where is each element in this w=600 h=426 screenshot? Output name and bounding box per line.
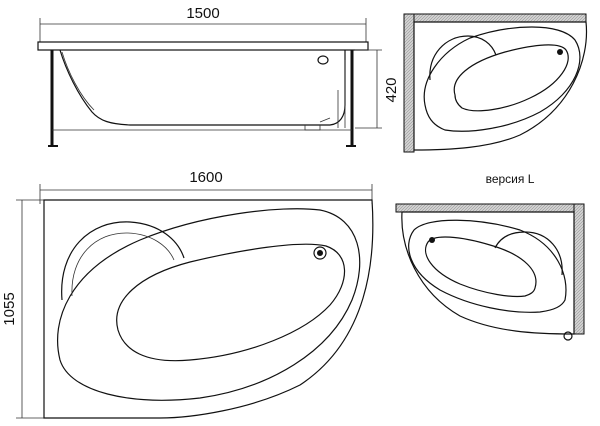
dimension-plan-width: 1055 — [1, 199, 44, 419]
tub-basin — [116, 243, 346, 362]
drain-icon — [313, 246, 327, 260]
plan-width-label: 1055 — [1, 292, 18, 325]
headrest — [61, 221, 185, 301]
wall-right-l — [573, 203, 585, 335]
plan-view: 1600 1055 — [1, 169, 374, 419]
dimension-side-length: 1500 — [39, 5, 367, 42]
dimension-side-height: 420 — [355, 49, 400, 129]
wall-top — [403, 13, 587, 23]
version-l-plan — [395, 203, 585, 341]
side-view: 1500 420 — [37, 5, 400, 147]
side-height-label: 420 — [383, 77, 400, 102]
dimension-plan-length: 1600 — [39, 169, 373, 204]
tub-rim — [37, 41, 369, 51]
wall-top-l — [395, 203, 585, 213]
plan-length-label: 1600 — [189, 169, 222, 186]
side-length-label: 1500 — [186, 5, 219, 22]
support-frame — [48, 50, 356, 147]
tub-inner-rim — [57, 208, 361, 401]
tub-outline — [43, 199, 374, 419]
tub-body — [59, 49, 346, 126]
wall-left — [403, 13, 415, 153]
version-label: версия L — [486, 172, 535, 186]
overflow-drain — [317, 55, 329, 65]
version-r-plan — [403, 13, 588, 153]
